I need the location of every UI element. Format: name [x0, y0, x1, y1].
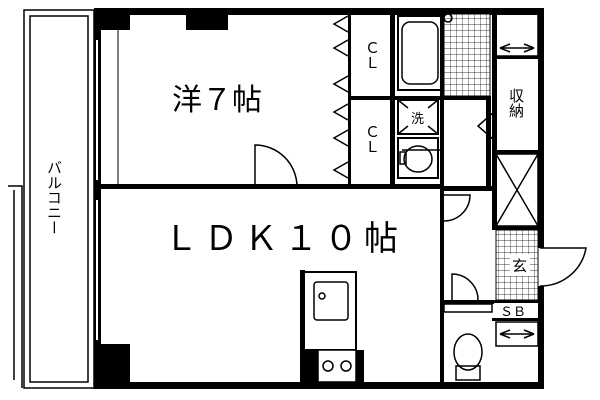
washer-pan: 洗 [397, 99, 439, 135]
shoe-box-label: ＳＢ [500, 305, 526, 320]
entrance-floor: 玄 [495, 229, 539, 301]
room-label-western: 洋７帖 [172, 83, 262, 118]
windows [93, 40, 98, 340]
storage-units [495, 13, 539, 347]
exterior-walls [94, 8, 544, 389]
balcony-label: バルコニー [45, 160, 63, 235]
closet-2-label: ＣＬ [363, 124, 381, 154]
entrance-label: 玄 [512, 257, 527, 275]
closet-1-label: ＣＬ [363, 40, 381, 70]
room-label-ldk: ＬＤＫ１０帖 [164, 219, 404, 259]
interior-walls [94, 10, 542, 388]
balcony-label-group: バルコニー [45, 160, 63, 235]
closet-doors [332, 15, 349, 179]
toilet [453, 333, 483, 381]
bathroom [397, 13, 491, 97]
kitchen-counter [303, 271, 357, 383]
washbasin [397, 137, 439, 179]
washer-label: 洗 [411, 112, 424, 127]
refrigerator-space [443, 303, 493, 313]
storage-label: 収納 [507, 88, 525, 119]
